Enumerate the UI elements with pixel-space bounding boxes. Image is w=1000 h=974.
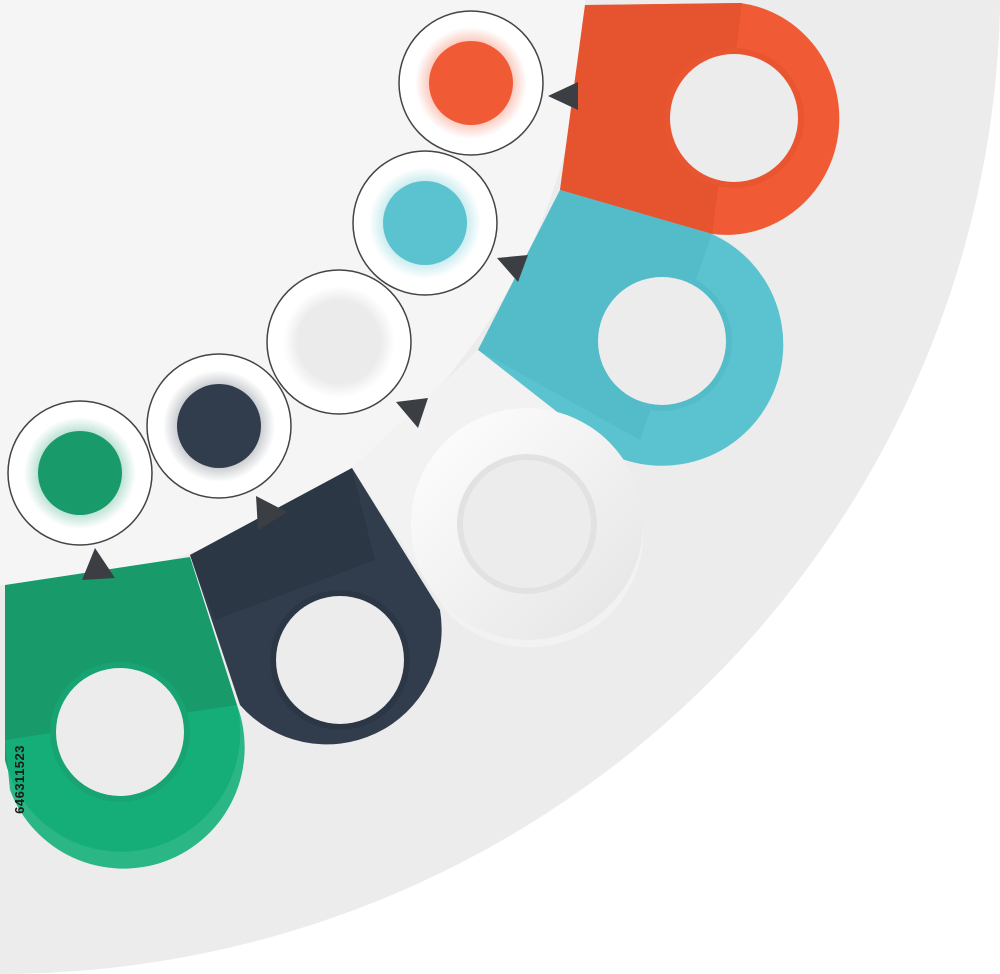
step-navy-arrow — [256, 496, 287, 530]
step-orange-center — [670, 54, 798, 182]
step-green-arrow — [82, 548, 115, 580]
step-gray — [266, 269, 644, 648]
step-teal-arrow — [497, 255, 528, 282]
step-navy-tab-shade — [190, 468, 375, 620]
step-green-center — [56, 668, 184, 796]
step-gray-center — [463, 460, 591, 588]
step-gray-badge-dot — [297, 300, 381, 384]
step-teal-badge-dot — [383, 181, 467, 265]
step-orange-arrow — [548, 82, 578, 110]
step-teal-center — [598, 277, 726, 405]
step-gray-arrow — [396, 398, 428, 428]
step-green — [5, 400, 245, 869]
step-navy — [146, 353, 442, 745]
step-green-badge-dot — [38, 431, 122, 515]
step-navy-badge-dot — [177, 384, 261, 468]
step-teal — [352, 150, 784, 466]
step-orange — [398, 3, 840, 235]
step-navy-center — [276, 596, 404, 724]
step-orange-badge-dot — [429, 41, 513, 125]
image-id-label: 646311523 — [12, 745, 27, 814]
